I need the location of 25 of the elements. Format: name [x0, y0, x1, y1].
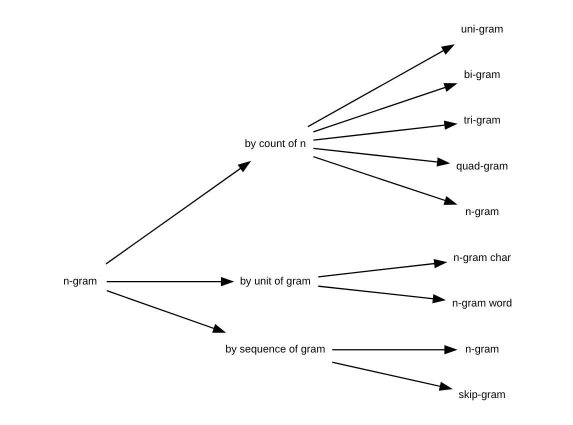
arrow: [318, 259, 447, 278]
arrow: [318, 286, 446, 304]
arrow: [307, 44, 454, 128]
arrow: [312, 148, 450, 167]
node-text: by unit of gram: [239, 275, 310, 288]
node-text: skip-gram: [458, 389, 506, 402]
node-text: tri-gram: [463, 114, 500, 127]
node-text: n-gram: [464, 343, 499, 356]
node-text: n-gram: [62, 275, 97, 288]
arrow: [312, 156, 457, 205]
node-text: bi-gram: [464, 68, 500, 81]
node-text: n-gram char: [452, 252, 510, 264]
arrow: [312, 83, 457, 132]
arrow: [106, 290, 226, 333]
arrow: [332, 345, 458, 354]
arrow: [312, 120, 458, 141]
node-text: quad-gram: [456, 160, 508, 172]
arrow: [106, 276, 234, 286]
node-text: n-gram: [464, 206, 499, 218]
node-text: n-gram word: [452, 298, 512, 310]
arrow: [105, 160, 251, 264]
arrow: [332, 362, 452, 391]
node-text: uni-gram: [460, 23, 503, 36]
node-text: by count of n: [244, 138, 306, 150]
node-text: by sequence of gram: [224, 343, 325, 356]
